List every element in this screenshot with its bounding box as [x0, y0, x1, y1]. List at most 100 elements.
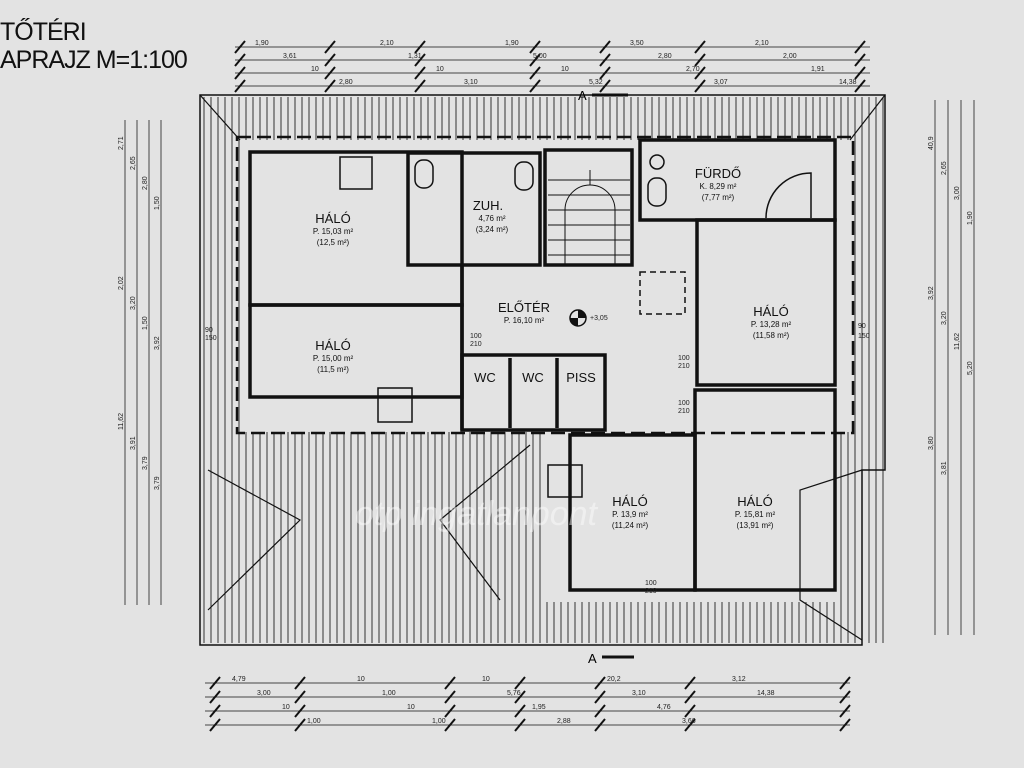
- dim-label-top: 1,90: [505, 40, 519, 47]
- dim-tick: [839, 676, 851, 690]
- dim-tick: [694, 79, 706, 93]
- dim-label-right: 3,20: [941, 311, 948, 325]
- dim-label-top: 5,32: [589, 79, 603, 86]
- room-label-wc-1: WC: [474, 370, 496, 385]
- dim-label-top: 10: [311, 66, 319, 73]
- watermark: otp ingatlanpont: [355, 495, 599, 533]
- dim-tick: [234, 79, 246, 93]
- dim-tick: [514, 676, 526, 690]
- dim-tick: [324, 79, 336, 93]
- dim-label-top: 1,31: [408, 53, 422, 60]
- dim-tick: [854, 79, 866, 93]
- room-label-zuhany: ZUH.4,76 m²(3,24 m²): [473, 198, 509, 234]
- svg-text:4,76 m²: 4,76 m²: [478, 214, 505, 223]
- dim-label-top: 3,50: [630, 40, 644, 47]
- dim-tick: [529, 40, 541, 54]
- dim-label-top: 14,38: [839, 79, 857, 86]
- svg-text:HÁLÓ: HÁLÓ: [737, 494, 772, 509]
- dim-label-bottom: 10: [407, 704, 415, 711]
- dim-tick: [209, 676, 221, 690]
- dim-tick: [839, 690, 851, 704]
- dim-label-left: 2,71: [118, 136, 125, 150]
- roof-hip-lines: [199, 94, 886, 641]
- svg-text:FÜRDŐ: FÜRDŐ: [695, 166, 741, 181]
- dim-tick: [414, 79, 426, 93]
- dim-label-right: 3,00: [954, 186, 961, 200]
- dim-label-bottom: 3,12: [732, 676, 746, 683]
- svg-text:(11,24 m²): (11,24 m²): [612, 521, 649, 530]
- dim-label-top: 3,61: [283, 53, 297, 60]
- dim-tick: [839, 718, 851, 732]
- dim-tick: [854, 53, 866, 67]
- dim-label-bottom: 10: [357, 676, 365, 683]
- dim-label-bottom: 4,76: [657, 704, 671, 711]
- dim-label-bottom: 1,00: [307, 718, 321, 725]
- svg-text:HÁLÓ: HÁLÓ: [753, 304, 788, 319]
- svg-text:P. 15,03 m²: P. 15,03 m²: [313, 227, 354, 236]
- dim-label-bottom: 1,00: [382, 690, 396, 697]
- dim-tick: [234, 40, 246, 54]
- dim-label-top: 2,70: [686, 66, 700, 73]
- drawing-title-line1: TŐTÉRI: [0, 18, 87, 46]
- dim-tick: [444, 690, 456, 704]
- room-label-wc-2: WC: [522, 370, 544, 385]
- dim-label-right: 40,9: [928, 136, 935, 150]
- dim-tick: [294, 718, 306, 732]
- dim-tick: [234, 66, 246, 80]
- dim-tick: [514, 718, 526, 732]
- dim-tick: [414, 40, 426, 54]
- dim-label-top: 2,10: [755, 40, 769, 47]
- walls: [248, 138, 837, 592]
- dim-label-bottom: 3,00: [257, 690, 271, 697]
- dim-label-left: 3,92: [154, 336, 161, 350]
- dim-tick: [684, 704, 696, 718]
- svg-text:100: 100: [470, 333, 482, 340]
- svg-text:90: 90: [858, 323, 866, 330]
- svg-text:210: 210: [678, 363, 690, 370]
- dim-label-top: 2,80: [658, 53, 672, 60]
- dim-tick: [294, 690, 306, 704]
- svg-text:ZUH.: ZUH.: [473, 198, 503, 213]
- dim-tick: [209, 718, 221, 732]
- dim-label-left: 3,79: [142, 456, 149, 470]
- dim-tick: [324, 53, 336, 67]
- dim-label-top: 3,07: [714, 79, 728, 86]
- dim-label-bottom: 14,38: [757, 690, 775, 697]
- dim-label-left: 2,02: [118, 276, 125, 290]
- dim-tick: [294, 676, 306, 690]
- svg-text:(12,5 m²): (12,5 m²): [317, 238, 350, 247]
- svg-text:ELŐTÉR: ELŐTÉR: [498, 300, 550, 315]
- dim-label-top: 3,10: [464, 79, 478, 86]
- dim-label-right: 3,92: [928, 286, 935, 300]
- svg-text:(11,5 m²): (11,5 m²): [317, 365, 349, 374]
- dim-tick: [209, 690, 221, 704]
- dim-label-left: 3,91: [130, 436, 137, 450]
- dim-tick: [514, 690, 526, 704]
- dim-label-top: 10: [436, 66, 444, 73]
- svg-text:P. 13,9 m²: P. 13,9 m²: [612, 510, 648, 519]
- dim-tick: [694, 66, 706, 80]
- svg-text:P. 16,10 m²: P. 16,10 m²: [504, 316, 545, 325]
- svg-text:P. 15,81 m²: P. 15,81 m²: [735, 510, 776, 519]
- dim-label-right: 3,81: [941, 461, 948, 475]
- drawing-title-scale: APRAJZ M=1:100: [0, 46, 188, 74]
- dim-tick: [684, 718, 696, 732]
- dim-label-top: 2,00: [783, 53, 797, 60]
- svg-text:HÁLÓ: HÁLÓ: [315, 211, 350, 226]
- dim-label-top: 10: [561, 66, 569, 73]
- svg-text:HÁLÓ: HÁLÓ: [612, 494, 647, 509]
- dim-tick: [294, 704, 306, 718]
- svg-text:150: 150: [858, 333, 870, 340]
- dim-label-left: 2,65: [130, 156, 137, 170]
- dim-tick: [599, 53, 611, 67]
- svg-text:100: 100: [678, 355, 690, 362]
- dim-label-bottom: 10: [482, 676, 490, 683]
- svg-text:K. 8,29 m²: K. 8,29 m²: [700, 182, 737, 191]
- svg-text:210: 210: [470, 341, 482, 348]
- dim-label-bottom: 3,10: [632, 690, 646, 697]
